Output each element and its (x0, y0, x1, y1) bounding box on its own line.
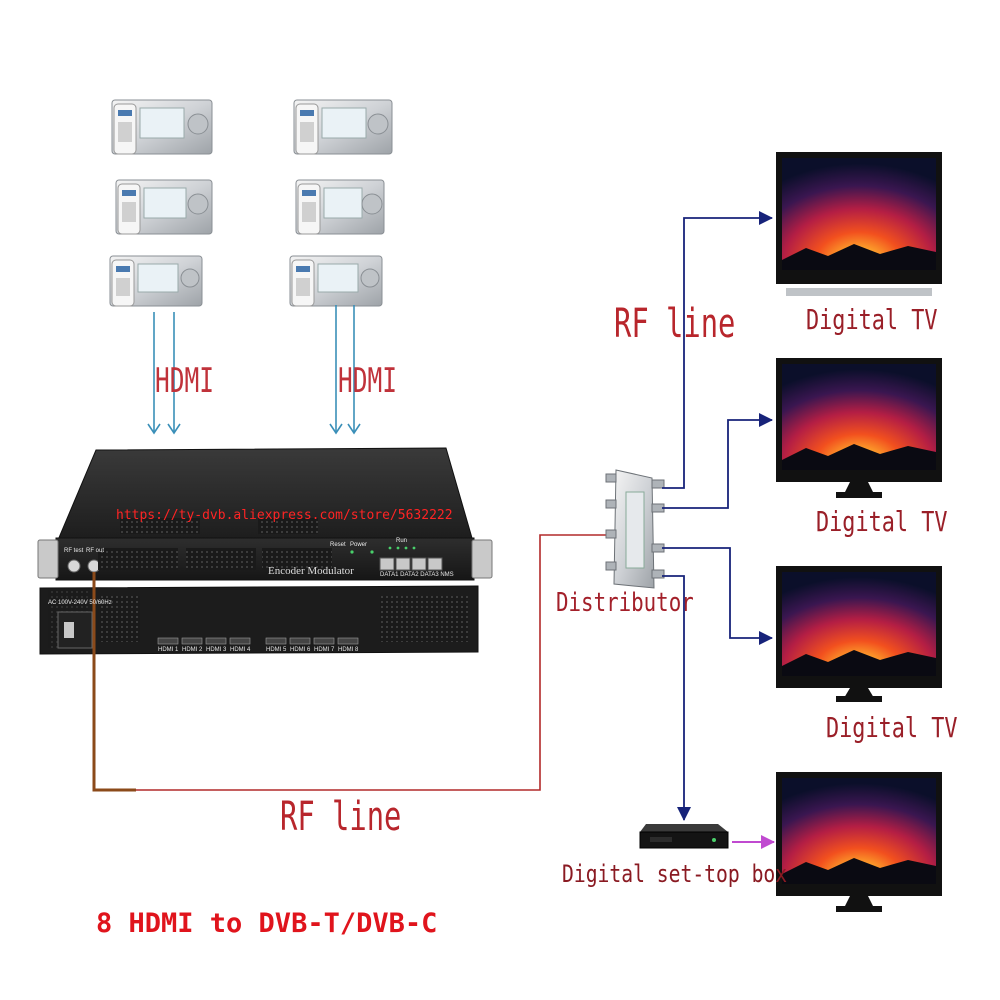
ac-power-label: AC 100V-240V 50/60Hz (48, 600, 112, 606)
tv-receiver-icon (111, 99, 213, 155)
power-label: Power (350, 542, 368, 548)
device-front-title: Encoder Modulator (268, 565, 354, 577)
rf-cable (92, 534, 606, 792)
digital-tv-label-2: Digital TV (816, 505, 948, 538)
ethernet-ports (379, 557, 443, 571)
hdmi-label-left: HDMI (155, 361, 214, 401)
hdmi-port-label: HDMI 3 (206, 647, 227, 653)
rf-out-label: RF out (86, 548, 105, 554)
television-icon (776, 772, 942, 912)
distributor-label: Distributor (556, 588, 694, 618)
output-arrow (662, 575, 691, 821)
rf-line-label-bottom: RF line (280, 794, 402, 840)
tv-receiver-icon (115, 179, 213, 235)
hdmi-port-label: HDMI 1 (158, 647, 179, 653)
hdmi-port-label: HDMI 8 (338, 647, 359, 653)
hdmi-arrows (147, 305, 361, 435)
hdmi-port-label: HDMI 2 (182, 647, 203, 653)
tv-receiver-icon (295, 179, 385, 235)
output-lines (662, 211, 773, 821)
status-leds (350, 546, 416, 554)
hdmi-port-label: HDMI 5 (266, 647, 287, 653)
receiver-group-left (109, 99, 213, 307)
hdmi-port-row (157, 637, 359, 645)
set-top-box-icon (639, 824, 729, 849)
output-arrow (662, 547, 773, 645)
television-icon (776, 566, 942, 702)
receiver-group-right (289, 99, 393, 307)
reset-label: Reset (330, 542, 346, 548)
rf-line-label-top: RF line (614, 301, 736, 347)
watermark-url: https://ty-dvb.aliexpress.com/store/5632… (116, 508, 453, 523)
data-ports-label: DATA1 DATA2 DATA3 NMS (380, 572, 454, 578)
hdmi-port-label: HDMI 6 (290, 647, 311, 653)
splitter-icon (605, 469, 665, 589)
hdmi-port-label: HDMI 7 (314, 647, 335, 653)
diagram-caption: 8 HDMI to DVB-T/DVB-C (96, 908, 438, 939)
digital-tv-label-1: Digital TV (806, 303, 938, 336)
tv-receiver-icon (289, 255, 383, 307)
television-icon (776, 152, 942, 296)
output-arrow (662, 413, 773, 509)
rf-test-connector (67, 559, 81, 573)
tv-receiver-icon (109, 255, 203, 307)
encoder-modulator-icon (37, 447, 493, 655)
hdmi-port-label: HDMI 4 (230, 647, 251, 653)
hdmi-label-right: HDMI (338, 361, 397, 401)
television-icon (776, 358, 942, 498)
run-label: Run (396, 538, 408, 544)
set-top-box-label: Digital set-top box (562, 860, 788, 888)
tv-receiver-icon (293, 99, 393, 155)
output-arrow (662, 211, 773, 489)
digital-tv-label-3: Digital TV (826, 711, 958, 744)
rf-test-label: RF test (64, 548, 84, 554)
